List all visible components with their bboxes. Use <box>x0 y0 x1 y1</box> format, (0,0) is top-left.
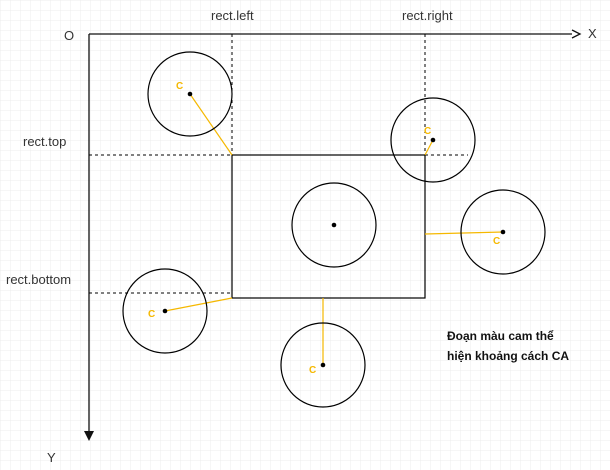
y-axis-label: Y <box>47 450 56 465</box>
segment-bottom-left <box>164 297 233 312</box>
center-dot-bottom <box>320 362 326 368</box>
circle-bottom <box>280 322 366 408</box>
segment-top-right <box>424 139 434 156</box>
circle-top-left <box>147 51 233 137</box>
circle-right <box>460 189 546 275</box>
distance-segments <box>164 93 504 365</box>
c-label-right: C <box>493 236 500 247</box>
c-label-top-right: C <box>424 126 431 137</box>
rect-left-label: rect.left <box>211 8 254 23</box>
circle-top-right <box>390 97 476 183</box>
center-dot-bottom-left <box>162 308 168 314</box>
c-label-bottom: C <box>309 365 316 376</box>
rect-bottom-label: rect.bottom <box>6 272 72 287</box>
segment-top-left <box>189 93 233 156</box>
note-line-2: hiện khoảng cách CA <box>447 349 570 363</box>
c-label-top-left: C <box>176 81 183 92</box>
rect-top-label: rect.top <box>23 134 67 149</box>
center-dot-right <box>500 229 506 235</box>
c-label-bottom-left: C <box>148 309 155 320</box>
rect <box>231 154 426 299</box>
x-axis-arrow <box>571 29 582 39</box>
origin-label: O <box>64 28 75 43</box>
center-dot-center <box>331 222 337 228</box>
center-dots <box>162 91 506 368</box>
note-text: Đoạn màu cam thể hiện khoảng cách CA <box>447 326 569 366</box>
center-dot-top-left <box>187 91 193 97</box>
center-dot-top-right <box>430 137 436 143</box>
segment-right <box>424 231 504 235</box>
circle-center <box>291 182 377 268</box>
note-line-1: Đoạn màu cam thể <box>447 329 554 343</box>
circle-bottom-left <box>122 268 208 354</box>
y-axis-arrow <box>84 431 94 441</box>
x-axis-label: X <box>588 26 597 41</box>
rect-right-label: rect.right <box>402 8 453 23</box>
circles <box>122 51 546 408</box>
